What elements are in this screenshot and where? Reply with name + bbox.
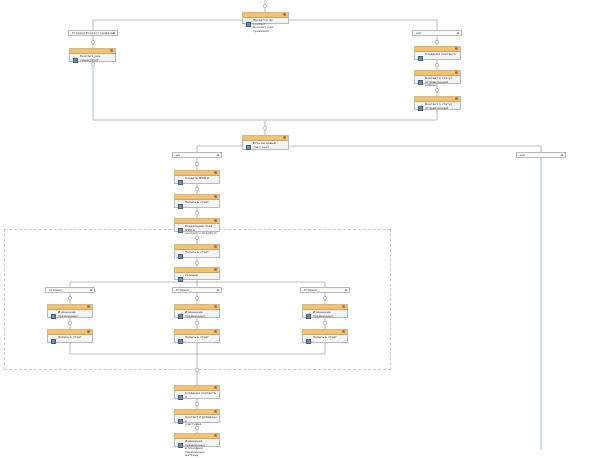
variable-icon [51,314,56,319]
activity-top-check[interactable]: Является ли контакт Контакт уже привязан… [242,12,289,33]
collapse-icon[interactable]: ⊠ [216,288,220,292]
activity-mid-check[interactable]: Есть ли новый участник? [242,135,289,150]
report-icon [178,339,183,344]
branch-mid-right[interactable]: нет ⊠ [516,152,566,158]
activity-col1-change[interactable]: Изменение переменных [47,304,93,319]
edit-icon [418,106,423,111]
condition-icon [246,145,251,150]
edit-icon [178,419,183,424]
collapse-icon[interactable]: ⊠ [456,31,460,35]
activity-create-contact[interactable]: Создание контакта [414,46,461,61]
condition-icon [178,277,183,282]
collapse-icon[interactable]: ⊠ [89,288,93,292]
report-icon [306,339,311,344]
report-icon [178,254,183,259]
edit-icon [73,58,78,63]
condition-icon [246,22,251,27]
activity-write-report-2[interactable]: Запись в отчёт [174,244,220,259]
activity-separate[interactable]: Разделение поля ФИО в контакт + атрибутр [174,218,220,235]
collapse-icon[interactable]: ⊠ [560,153,564,157]
activity-col2-change[interactable]: Изменение переменных [174,304,220,319]
activity-col1-write[interactable]: Запись в отчёт [47,329,93,344]
create-icon [418,56,423,61]
create-icon [178,180,183,185]
activity-contact-set-state[interactable]: Контакт 1 статус отправленный надано [414,70,461,87]
branch-col-2[interactable]: Условие ⊠ [172,287,222,293]
activity-contact-found[interactable]: Контакт уже существует [69,48,116,63]
activity-col3-write[interactable]: Запись в отчёт [302,329,348,344]
activity-bottom-create[interactable]: Создание контакта 2 [174,385,220,400]
collapse-icon[interactable]: ⊠ [216,153,220,157]
activity-col3-change[interactable]: Изменение переменных [302,304,348,319]
activity-create-record[interactable]: Создать ФИО 2 [174,170,220,185]
variable-icon [306,314,311,319]
variable-icon [178,314,183,319]
report-icon [51,339,56,344]
edit-icon [418,80,423,85]
branch-col-1[interactable]: Условие ⊠ [45,287,95,293]
branch-top-left[interactable]: Условие Контакт привязан ⊠ [68,30,118,36]
collapse-icon[interactable]: ⊠ [344,288,348,292]
activity-bottom-change[interactable]: Изменение переменных в описании переменн… [174,433,220,457]
activity-contact-set-state-2[interactable]: Контакт 1 статус отправленный [414,96,461,111]
create-icon [178,395,183,400]
report-icon [178,204,183,209]
activity-bottom-contact[interactable]: Контакт 2 добавлен в участника [174,409,220,426]
loop-icon [178,228,183,233]
branch-top-right[interactable]: нет ⊠ [412,30,462,36]
activity-col2-write[interactable]: Запись в отчёт [174,329,220,344]
collapse-icon[interactable]: ⊠ [112,31,116,35]
branch-col-3[interactable]: Условие ⊠ [300,287,350,293]
activity-condition[interactable]: Условие [174,267,220,282]
variable-icon [178,443,183,448]
branch-mid-left[interactable]: да ⊠ [172,152,222,158]
activity-write-report-1[interactable]: Запись в отчёт [174,194,220,209]
